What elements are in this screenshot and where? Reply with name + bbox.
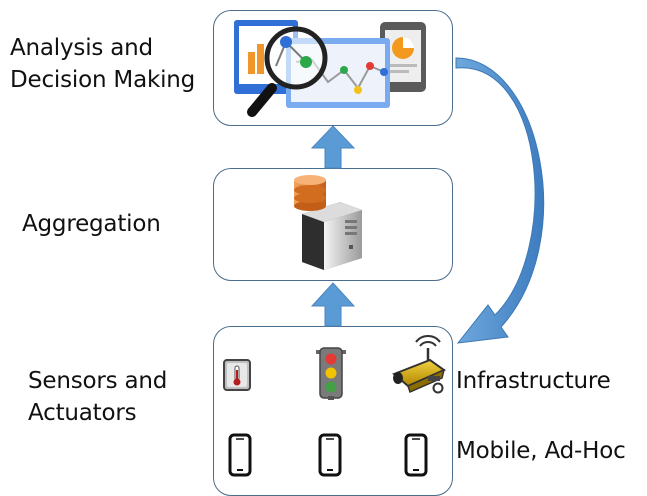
up-arrow-aggregation-to-analysis xyxy=(310,125,356,169)
aggregation-label: Aggregation xyxy=(22,211,161,237)
sensors-layer-label: Sensors and Actuators xyxy=(28,365,167,429)
aggregation-layer-label: Aggregation xyxy=(22,208,161,240)
analysis-layer-label: Analysis and Decision Making xyxy=(10,32,195,96)
up-arrow-sensors-to-aggregation xyxy=(310,282,356,327)
diagram-graphics xyxy=(223,20,544,477)
analysis-label-line1: Analysis and xyxy=(10,35,153,61)
traffic-light-icon xyxy=(316,347,346,400)
sensors-label-line1: Sensors and xyxy=(28,368,168,394)
security-camera-icon xyxy=(392,335,447,394)
database-server-icon xyxy=(294,175,362,270)
thermometer-icon xyxy=(223,359,251,391)
analysis-label-line2: Decision Making xyxy=(10,67,196,93)
analytics-dashboard-icon xyxy=(234,20,426,117)
sensors-label-line2: Actuators xyxy=(28,400,137,426)
infrastructure-row-label: Infrastructure xyxy=(456,368,611,394)
smartphone-icon xyxy=(318,433,342,477)
mobile-row-label: Mobile, Ad-Hoc xyxy=(456,438,626,464)
smartphone-icon xyxy=(404,433,428,477)
feedback-arrow xyxy=(455,57,544,344)
smartphone-icon xyxy=(228,433,252,477)
